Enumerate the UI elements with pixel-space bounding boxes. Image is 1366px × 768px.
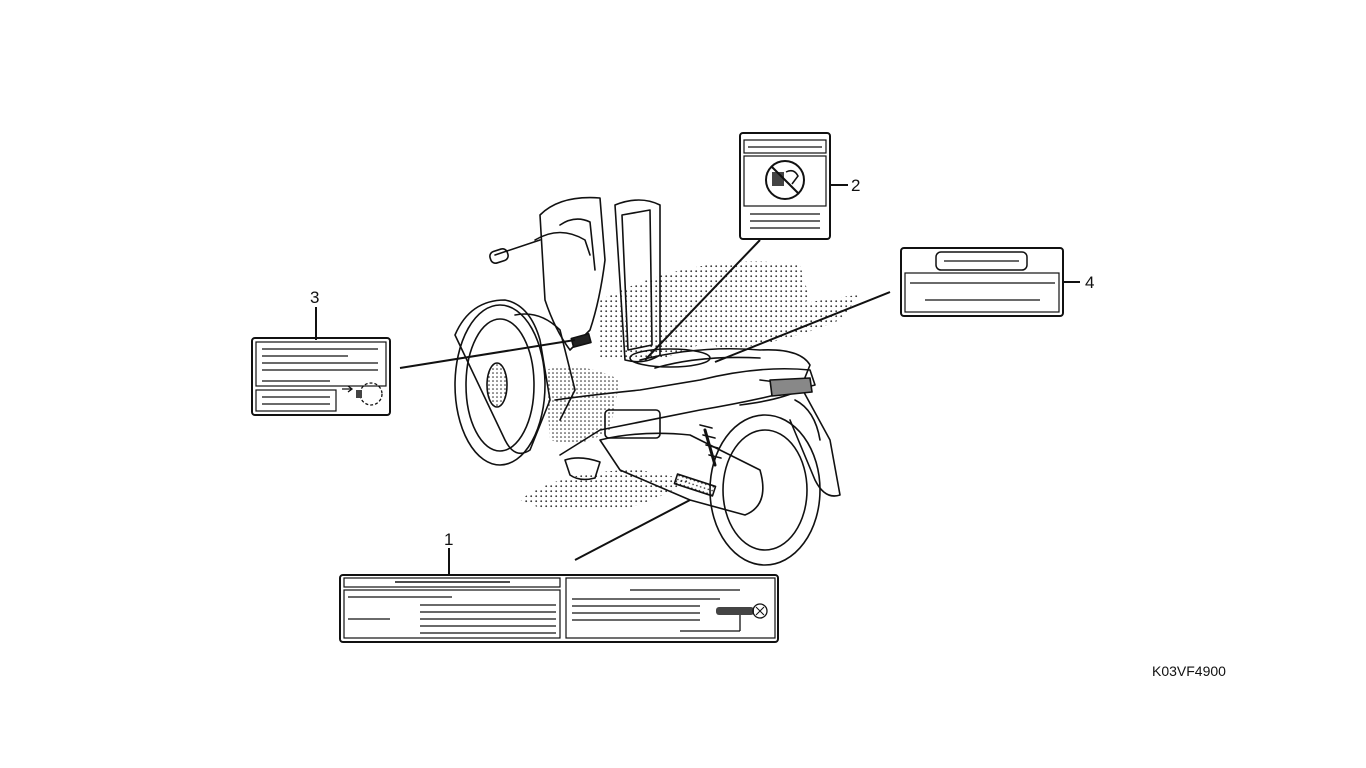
key-icon: [342, 382, 383, 406]
leader-line-3: [399, 339, 576, 369]
callout-number-1: 1: [444, 530, 454, 549]
callout-number-3: 3: [310, 288, 320, 307]
leader-line-4: [714, 291, 891, 363]
callout-number-2: 2: [851, 176, 861, 195]
leader-lines: [315, 184, 1080, 575]
callout-number-4: 4: [1085, 273, 1095, 292]
label-part-4: [900, 247, 1064, 317]
scooter-illustration: [454, 196, 860, 566]
leader-line-2: [644, 239, 761, 361]
chain-wrench-icon: [716, 603, 768, 631]
leader-line-1: [574, 499, 691, 561]
no-refuel-icon: [765, 160, 805, 200]
label-part-2: [739, 132, 831, 240]
label-part-3: [251, 337, 391, 416]
drawing-code: K03VF4900: [1152, 663, 1226, 679]
label-part-1: [339, 574, 779, 643]
